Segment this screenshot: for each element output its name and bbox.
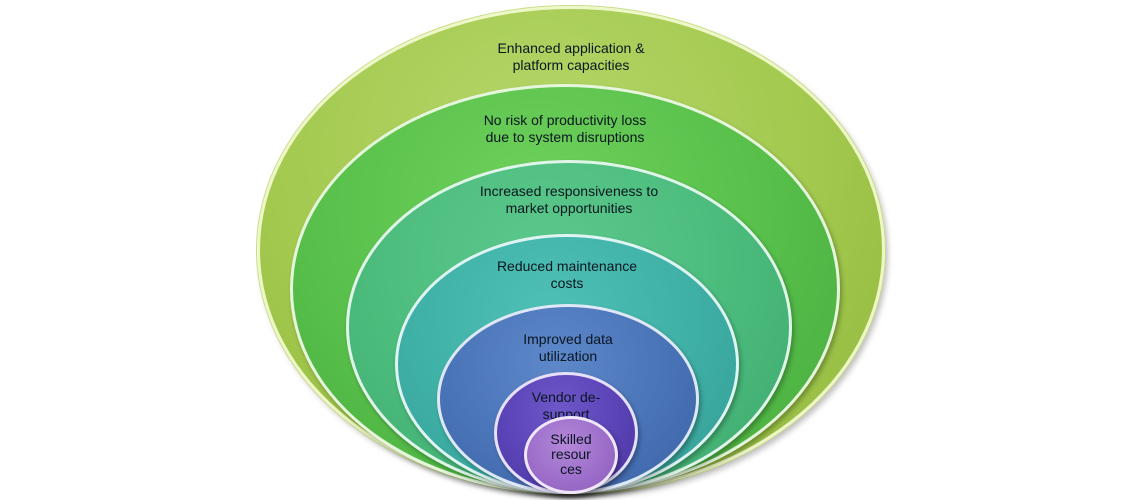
label-line: Vendor de-	[531, 389, 601, 405]
layer-label: No risk of productivity loss due to syst…	[293, 112, 837, 146]
label-line: Enhanced application &	[497, 40, 645, 56]
label-line: due to system disruptions	[485, 129, 645, 145]
label-line: Skilled	[550, 431, 592, 447]
layer-label: Reduced maintenance costs	[398, 258, 736, 292]
label-line: platform capacities	[512, 57, 630, 73]
label-line: resour	[551, 446, 591, 462]
layer-label: Increased responsiveness to market oppor…	[349, 183, 789, 217]
label-line: No risk of productivity loss	[483, 112, 647, 128]
label-line: Improved data	[523, 331, 613, 347]
label-line: Increased responsiveness to	[479, 183, 659, 199]
layer-label: Enhanced application & platform capaciti…	[260, 40, 882, 74]
label-line: ces	[560, 461, 582, 477]
layer-label: Improved data utilization	[440, 331, 696, 365]
layer-label: Skilled resour ces	[527, 432, 615, 477]
layer-skilled-resources: Skilled resour ces	[524, 416, 618, 494]
label-line: utilization	[538, 348, 598, 364]
label-line: costs	[550, 275, 584, 291]
label-line: market opportunities	[505, 200, 633, 216]
label-line: Reduced maintenance	[496, 258, 638, 274]
